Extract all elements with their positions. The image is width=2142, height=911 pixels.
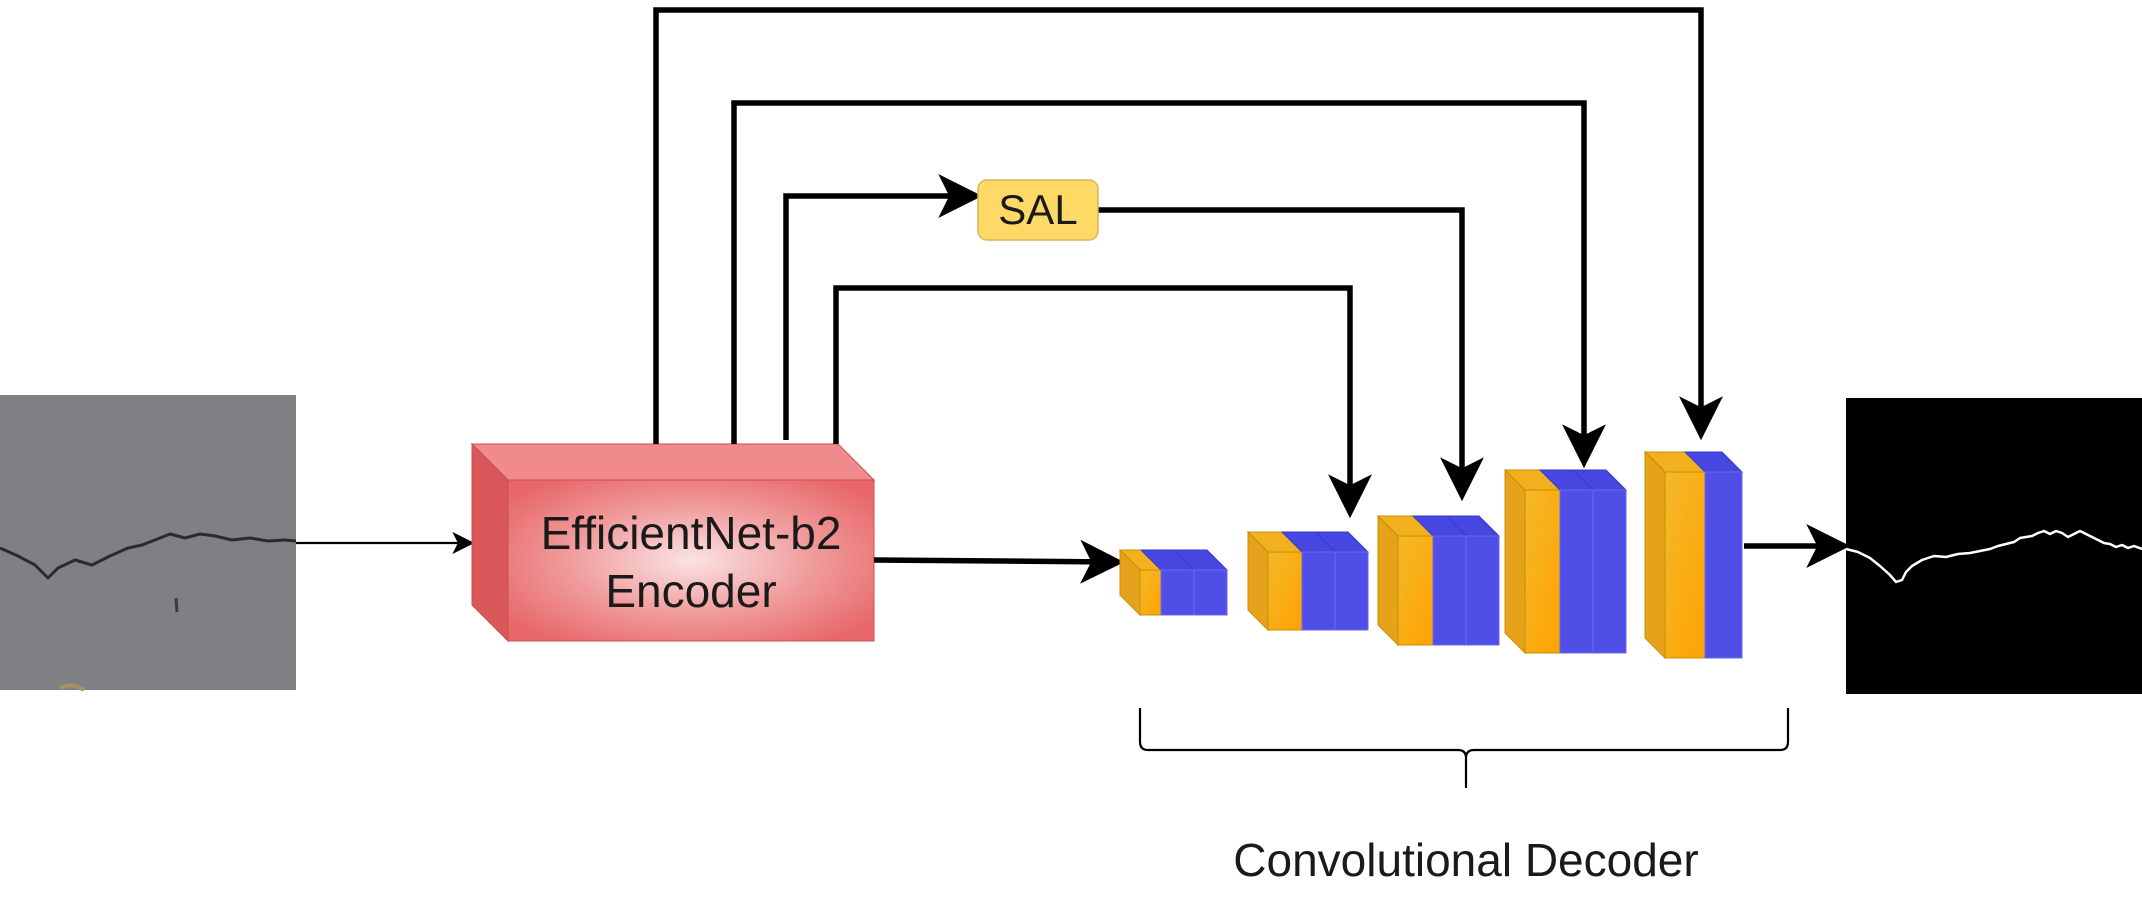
encoder-to-decoder-arrow (873, 539, 1125, 584)
encoder-block (470, 442, 876, 643)
decoder-block-1 (1118, 548, 1229, 617)
skip-connection-second (731, 100, 1606, 469)
output-mask-image (1845, 398, 2142, 694)
decoder-block-2 (1246, 530, 1370, 632)
decoder-block-4 (1503, 468, 1628, 655)
decoder-label: Convolutional Decoder (1233, 834, 1698, 886)
skip-connection-inner (833, 285, 1372, 519)
skip-to-sal-arrow (783, 174, 983, 440)
sal-label: SAL (998, 186, 1077, 233)
sal-to-decoder-arrow (1098, 207, 1484, 502)
decoder-block-3 (1376, 514, 1501, 647)
sal-box (977, 179, 1099, 241)
decoder-blocks (1118, 450, 1744, 660)
decoder-block-5 (1643, 450, 1744, 660)
decoder-brace (1138, 708, 1790, 788)
encoder-title-line2: Encoder (605, 565, 776, 617)
skip-connection-outer (653, 7, 1723, 444)
encoder-title-line1: EfficientNet-b2 (541, 507, 842, 559)
input-image (0, 395, 297, 692)
